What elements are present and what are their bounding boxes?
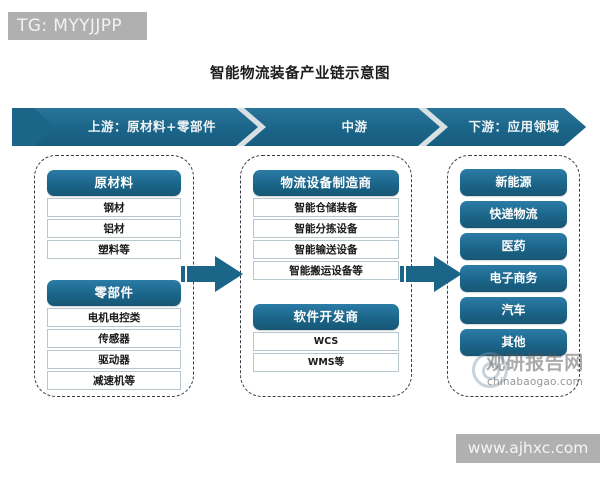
list-item: 智能搬运设备等 xyxy=(253,261,399,280)
column-downstream: 新能源 快递物流 医药 电子商务 汽车 其他 xyxy=(447,155,580,397)
list-item: 医药 xyxy=(460,233,567,260)
page-title: 智能物流装备产业链示意图 xyxy=(210,65,390,82)
list-item: WCS xyxy=(253,332,399,351)
column-midstream: 物流设备制造商 智能仓储装备 智能分拣设备 智能输送设备 智能搬运设备等 软件开… xyxy=(240,155,412,397)
list-item: 快递物流 xyxy=(460,201,567,228)
group-equipment-manufacturers: 物流设备制造商 智能仓储装备 智能分拣设备 智能输送设备 智能搬运设备等 xyxy=(241,170,411,280)
band-segment-midstream: 中游 xyxy=(341,119,368,134)
list-item: 电机电控类 xyxy=(47,308,181,327)
list-item: 其他 xyxy=(460,329,567,356)
band-segment-downstream: 下游：应用领域 xyxy=(468,119,560,134)
list-item: 铝材 xyxy=(47,219,181,238)
list-item: 智能输送设备 xyxy=(253,240,399,259)
band-shape xyxy=(12,108,586,146)
list-item: 电子商务 xyxy=(460,265,567,292)
upstream-to-midstream-arrow-icon xyxy=(181,252,245,300)
group-header-raw-materials: 原材料 xyxy=(47,170,181,196)
band-segment-upstream: 上游：原材料+零部件 xyxy=(88,119,216,134)
list-item: 减速机等 xyxy=(47,371,181,390)
group-header-components: 零部件 xyxy=(47,280,181,306)
tg-overlay-tag: TG: MYYJJPP xyxy=(8,12,147,40)
bottom-url-overlay: www.ajhxc.com xyxy=(456,434,600,463)
group-software-developers: 软件开发商 WCS WMS等 xyxy=(241,304,411,372)
list-item: 智能仓储装备 xyxy=(253,198,399,217)
group-raw-materials: 原材料 钢材 铝材 塑料等 xyxy=(35,170,193,259)
list-item: 钢材 xyxy=(47,198,181,217)
list-item: 驱动器 xyxy=(47,350,181,369)
group-header-equipment-manufacturers: 物流设备制造商 xyxy=(253,170,399,196)
list-item: 智能分拣设备 xyxy=(253,219,399,238)
list-item: 传感器 xyxy=(47,329,181,348)
list-item: 新能源 xyxy=(460,169,567,196)
group-components: 零部件 电机电控类 传感器 驱动器 减速机等 xyxy=(35,280,193,390)
list-item: 塑料等 xyxy=(47,240,181,259)
list-item: WMS等 xyxy=(253,353,399,372)
list-item: 汽车 xyxy=(460,297,567,324)
value-chain-band: 上游：原材料+零部件 中游 下游：应用领域 xyxy=(12,107,588,147)
group-header-software-developers: 软件开发商 xyxy=(253,304,399,330)
midstream-to-downstream-arrow-icon xyxy=(400,252,464,300)
column-upstream: 原材料 钢材 铝材 塑料等 零部件 电机电控类 传感器 驱动器 减速机等 xyxy=(34,155,194,397)
